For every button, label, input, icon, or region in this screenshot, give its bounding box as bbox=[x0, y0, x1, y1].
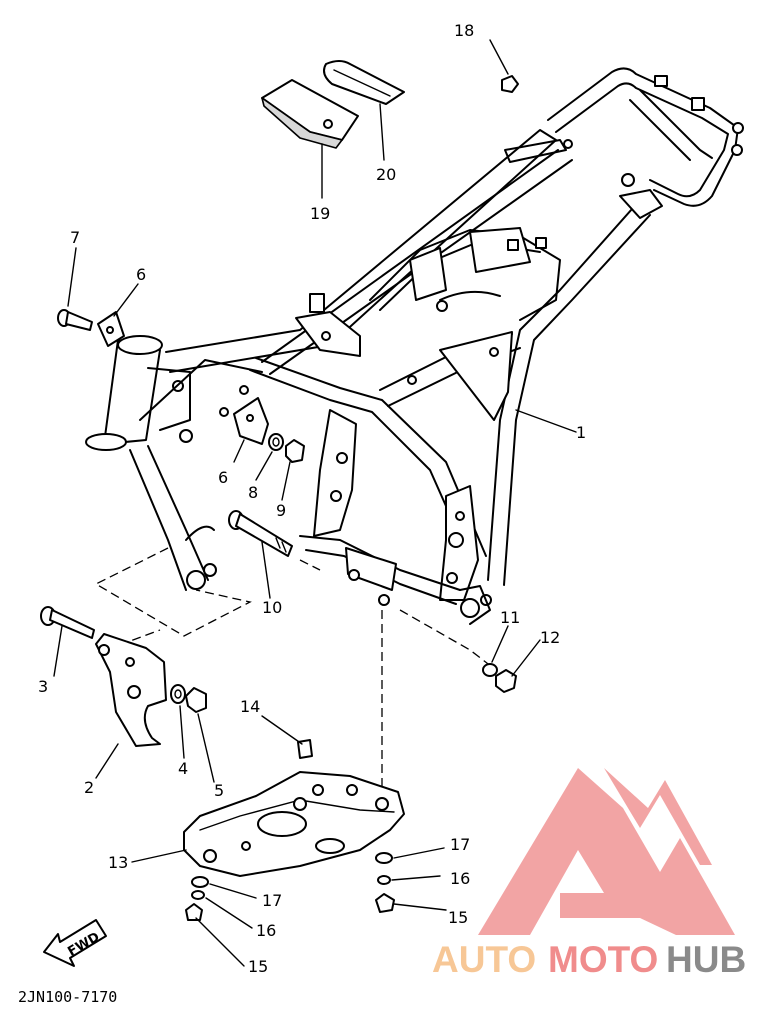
callout-7: 7 bbox=[70, 228, 80, 247]
callout-labels: 1 2 3 4 5 6 6 7 8 9 10 11 12 13 14 15 15… bbox=[38, 21, 586, 976]
callout-15-left: 15 bbox=[248, 957, 268, 976]
callout-15-right: 15 bbox=[448, 908, 468, 927]
callout-12: 12 bbox=[540, 628, 560, 647]
callout-17-left: 17 bbox=[262, 891, 282, 910]
watermark-logo: AUTO MOTO HUB bbox=[432, 768, 746, 980]
callout-9: 9 bbox=[276, 501, 286, 520]
part-13-skid-plate bbox=[183, 771, 405, 877]
part-16-washer-right bbox=[377, 875, 391, 885]
callout-13: 13 bbox=[108, 853, 128, 872]
leader-lines bbox=[53, 39, 577, 967]
diagram-code: 2JN100-7170 bbox=[18, 988, 117, 1006]
part-17-washer-left bbox=[191, 876, 209, 888]
callout-10: 10 bbox=[262, 598, 282, 617]
callout-11: 11 bbox=[500, 608, 520, 627]
part-18-nut bbox=[501, 75, 519, 93]
callout-18: 18 bbox=[454, 21, 474, 40]
part-6-bracket-lower bbox=[233, 397, 269, 445]
callout-6-lower: 6 bbox=[218, 468, 228, 487]
part-11-washer bbox=[482, 663, 498, 677]
part-17-washer-right bbox=[375, 852, 393, 864]
callout-20: 20 bbox=[376, 165, 396, 184]
assembly-guide-lines bbox=[94, 547, 497, 800]
part-2-engine-bracket bbox=[95, 633, 167, 747]
callout-16-left: 16 bbox=[256, 921, 276, 940]
callout-17-right: 17 bbox=[450, 835, 470, 854]
part-4-washer bbox=[170, 684, 186, 704]
part-10-bolt bbox=[228, 510, 293, 557]
callout-8: 8 bbox=[248, 483, 258, 502]
watermark-text-auto: AUTO bbox=[432, 939, 536, 980]
part-15-bolt-right bbox=[375, 893, 395, 913]
part-8-washer bbox=[268, 433, 284, 451]
watermark-text-hub: HUB bbox=[666, 939, 746, 980]
callout-14: 14 bbox=[240, 697, 260, 716]
callout-19: 19 bbox=[310, 204, 330, 223]
fwd-direction-arrow: FWD bbox=[43, 919, 107, 967]
part-6-bracket-upper bbox=[97, 311, 125, 347]
callout-1: 1 bbox=[576, 423, 586, 442]
watermark-text-moto: MOTO bbox=[548, 939, 658, 980]
part-9-nut bbox=[285, 439, 305, 463]
part-19-cover bbox=[261, 79, 359, 149]
part-5-nut bbox=[185, 687, 207, 713]
callout-16-right: 16 bbox=[450, 869, 470, 888]
part-3-bolt bbox=[40, 606, 95, 639]
callout-5: 5 bbox=[214, 781, 224, 800]
part-15-bolt-left bbox=[185, 903, 203, 921]
watermark-triangle-mark bbox=[478, 768, 735, 935]
part-20-rubber bbox=[323, 60, 405, 105]
part-12-nut bbox=[495, 669, 517, 693]
part-16-washer-left bbox=[191, 890, 205, 900]
main-frame bbox=[85, 67, 744, 625]
callout-3: 3 bbox=[38, 677, 48, 696]
callout-6-upper: 6 bbox=[136, 265, 146, 284]
callout-4: 4 bbox=[178, 759, 188, 778]
callout-2: 2 bbox=[84, 778, 94, 797]
part-7-bolt bbox=[57, 309, 93, 331]
